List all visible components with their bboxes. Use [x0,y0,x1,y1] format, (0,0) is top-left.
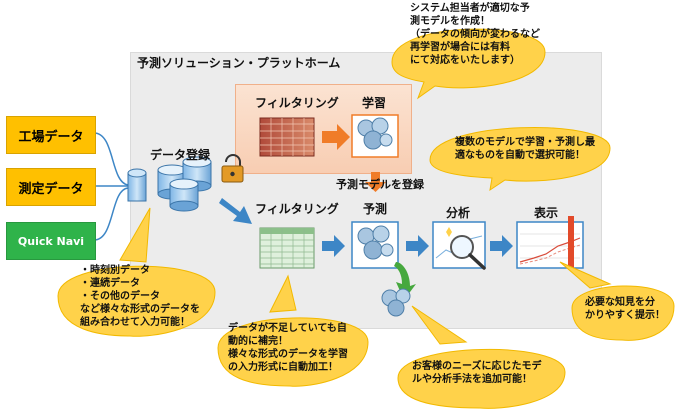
callout-line: （データの傾向が変わるなど [410,29,540,40]
callout-missing-data-bubble [217,274,369,387]
callout-data-types-bubble [57,207,216,337]
source-factory-data: 工場データ [6,116,96,154]
callout-line: データが不足していても自 [228,323,347,334]
source-label: Quick Navi [17,234,85,248]
callout-insight-text: 必要な知見を分 かりやすく提示！ [585,296,665,322]
learning-table-icon [259,117,315,157]
display-chart-icon [516,216,584,269]
callout-line: ・時刻別データ [80,265,150,276]
arrow-orange [322,124,350,150]
arrow-register-model [365,172,386,192]
source-label: 工場データ [18,129,84,145]
callout-line: 動的に補完！ [228,336,288,347]
label-learning: 学習 [362,96,387,110]
callout-missing-data-text: データが不足していても自 動的に補完！ 様々な形式のデータを学習 の入力形式に自… [228,322,348,374]
label-filtering-bottom: フィルタリング [255,202,339,216]
callout-top-text: システム担当者が適切な予 測モデルを作成！ （データの傾向が変わるなど 再学習が… [410,2,540,67]
callout-line: 複数のモデルで学習・予測し最 [455,137,595,148]
source-measurement-data: 測定データ [6,168,96,206]
callout-top-bubble [391,28,546,100]
learning-model-icon [351,114,399,158]
input-table-icon [259,227,315,269]
arrow-to-display [490,235,513,257]
label-display: 表示 [534,206,559,220]
callout-bubbles [57,28,675,409]
custom-model-icon [381,288,411,317]
callout-line: ・その他のデータ [80,291,160,302]
callout-line: ・連続データ [80,278,140,289]
analysis-magnifier-icon [432,221,486,270]
callout-custom-models-text: お客様のニーズに応じたモデ ルや分析手法を追加可能！ [412,360,542,386]
arrow-to-analysis [406,235,429,257]
callout-line: 必要な知見を分 [585,297,655,308]
source-quick-navi: Quick Navi [6,222,96,260]
callout-line: お客様のニーズに応じたモデ [412,361,542,372]
callout-custom-models-bubble [397,305,566,409]
callout-data-types-text: ・時刻別データ ・連続データ ・その他のデータ など様々な形式のデータを 組み合… [80,264,200,329]
label-register-model: 予測モデルを登録 [336,178,424,191]
label-data-registration: データ登録 [150,148,211,162]
arrow-custom-model [394,262,416,300]
database-icon [157,156,212,212]
callout-models-bubble [429,127,611,192]
callout-insight-bubble [559,261,675,341]
callout-line: の入力形式に自動加工！ [228,362,338,373]
lock-icon [221,154,244,183]
callout-line: など様々な形式のデータを [80,304,200,315]
callout-line: かりやすく提示！ [585,310,665,321]
callout-line: システム担当者が適切な予 [410,3,530,14]
callout-line: 再学習が場合には有料 [410,42,510,53]
prediction-model-icon [351,221,399,269]
label-filtering-top: フィルタリング [255,96,339,110]
callout-line: 組み合わせて入力可能！ [80,317,190,328]
callout-line: にて対応をいたします） [410,55,520,66]
label-prediction: 予測 [363,202,388,216]
label-analysis: 分析 [446,206,471,220]
platform-title: 予測ソリューション・プラットホーム [137,56,341,70]
source-label: 測定データ [18,181,84,197]
arrow-to-prediction [322,235,345,257]
callout-models-text: 複数のモデルで学習・予測し最 適なものを自動で選択可能！ [455,136,595,162]
source-connectors [93,132,129,241]
callout-line: 適なものを自動で選択可能！ [455,150,585,161]
callout-line: 様々な形式のデータを学習 [228,349,348,360]
arrow-to-filtering [219,198,252,224]
callout-line: ルや分析手法を追加可能！ [412,374,532,385]
funnel-icon [127,168,147,202]
callout-line: 測モデルを作成！ [410,16,490,27]
